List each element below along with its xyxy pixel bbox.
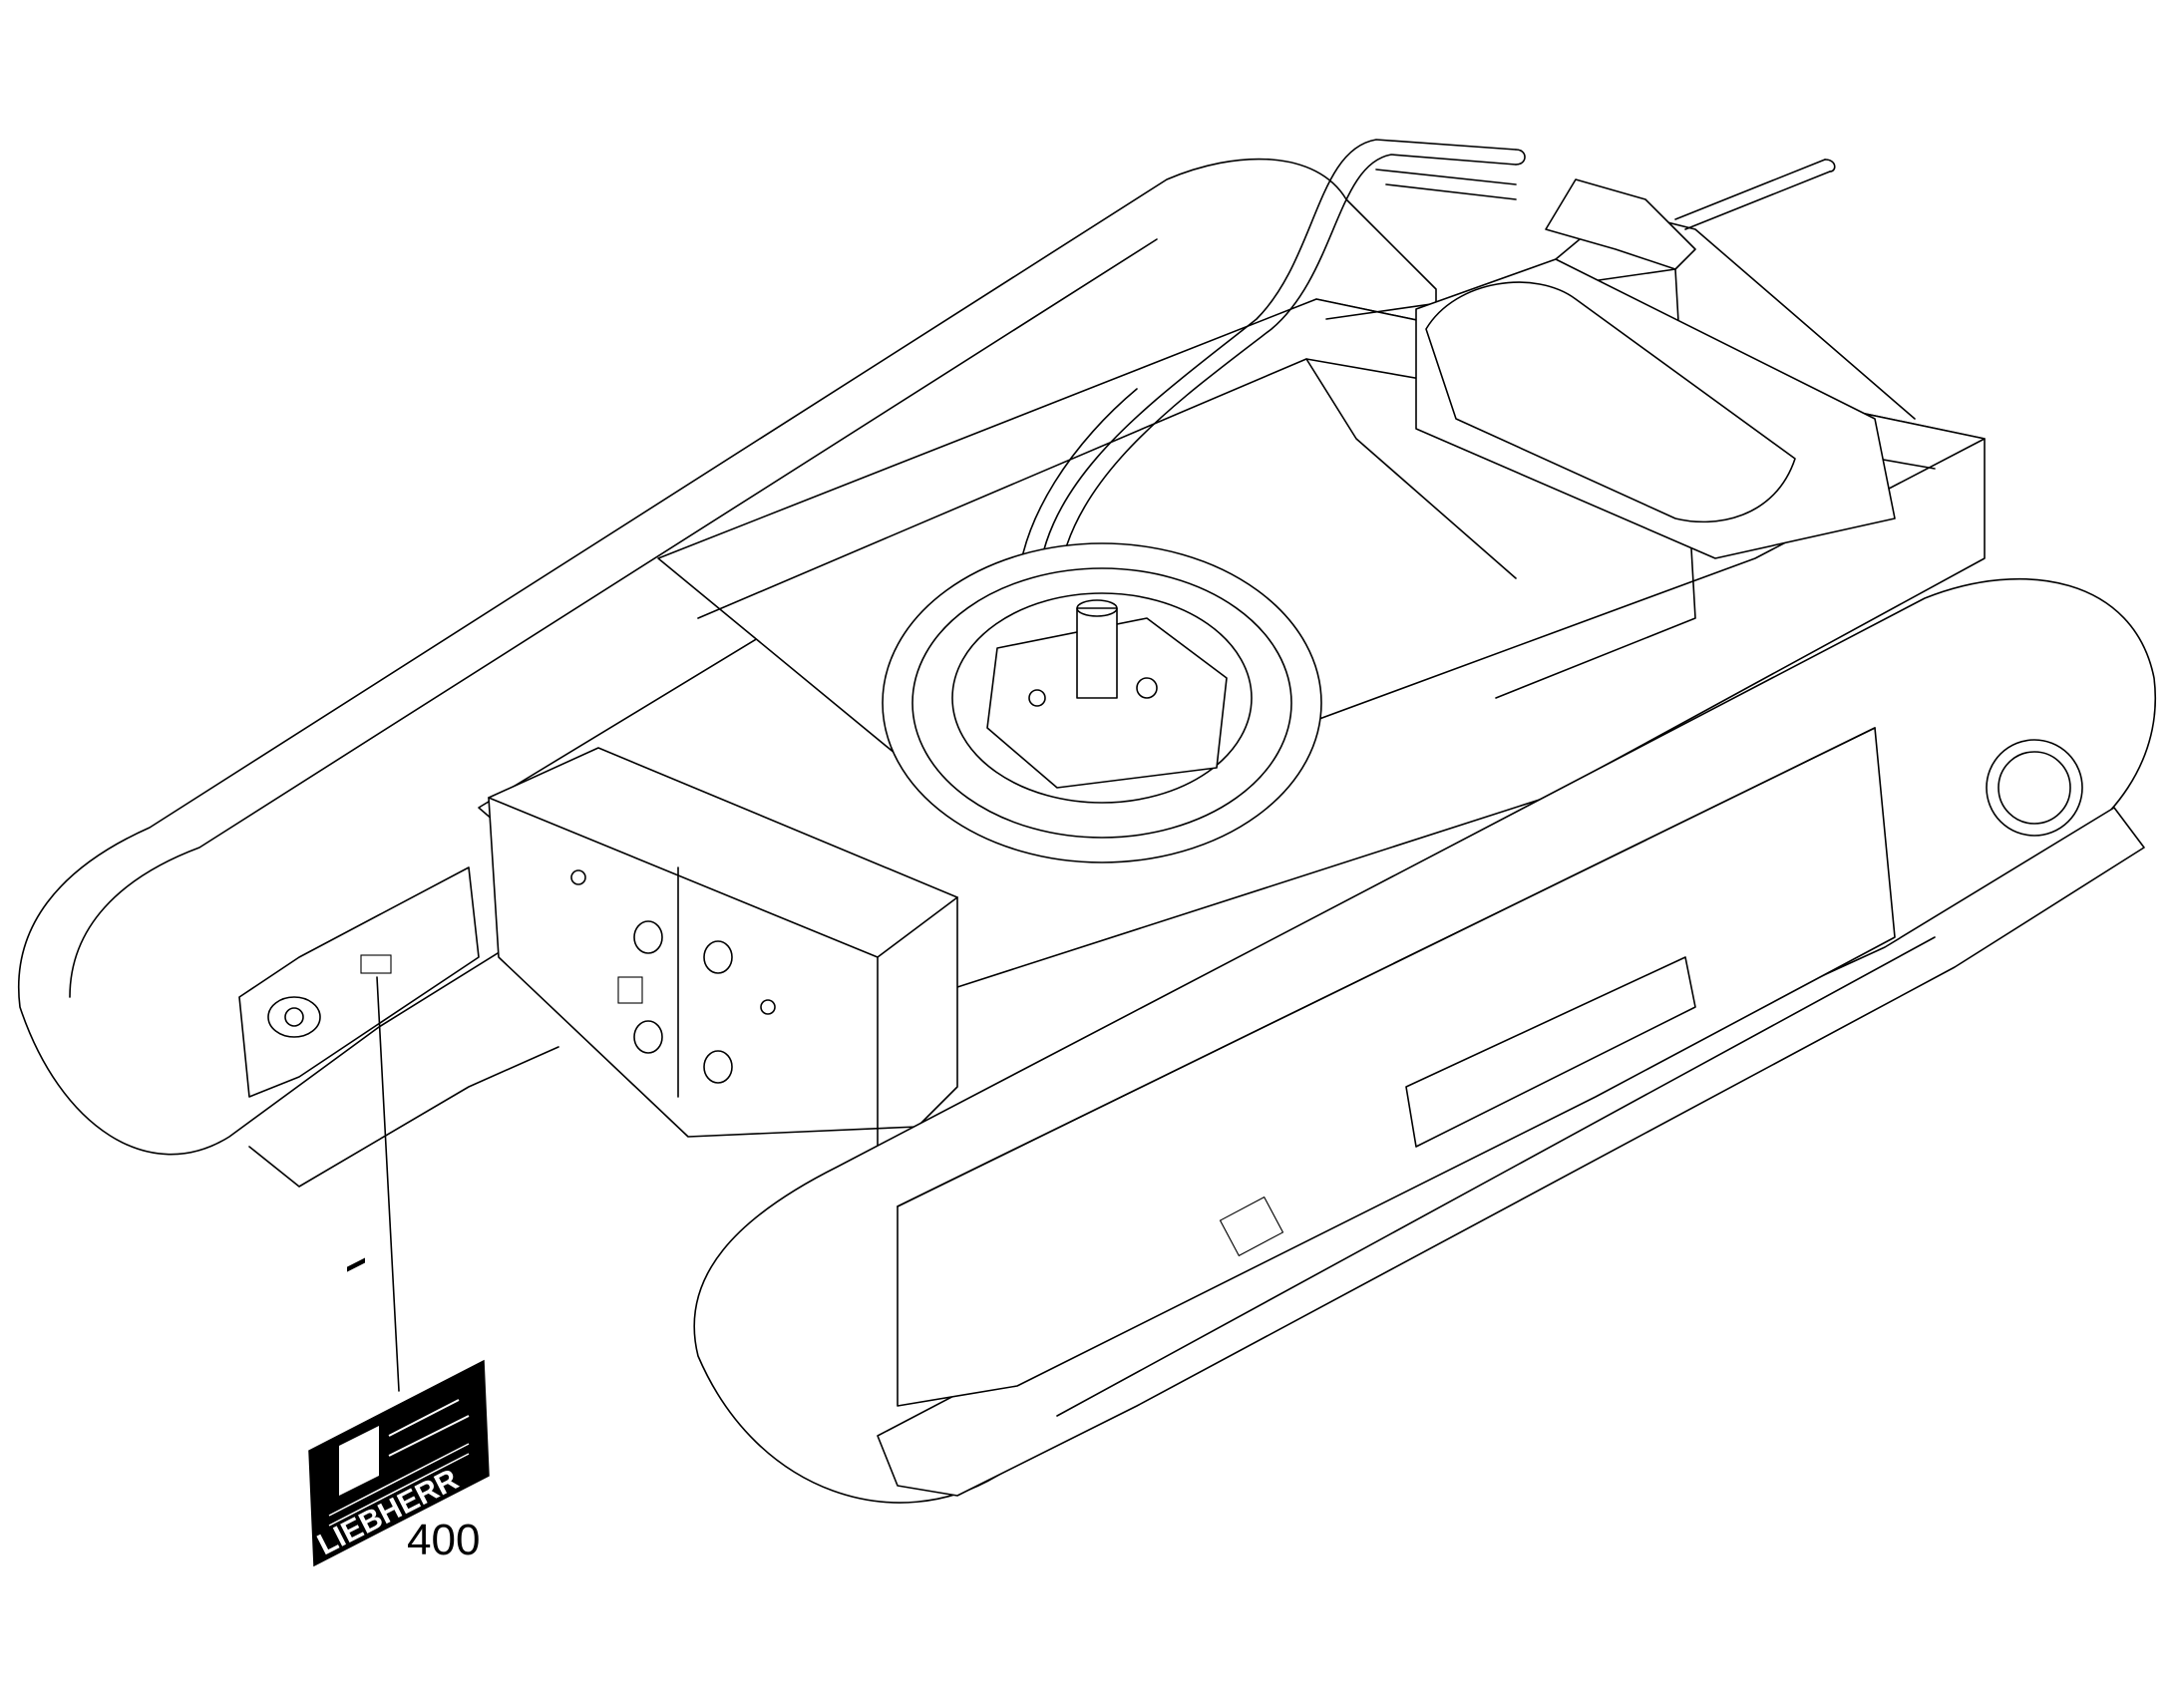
callout-leader-line	[376, 976, 400, 1392]
callout-number: 400	[407, 1516, 481, 1564]
front-crossbeam	[488, 747, 958, 1148]
winch-drum	[1415, 159, 1916, 559]
right-crawler-track	[693, 577, 2156, 1504]
slewing-ring	[882, 542, 1322, 863]
